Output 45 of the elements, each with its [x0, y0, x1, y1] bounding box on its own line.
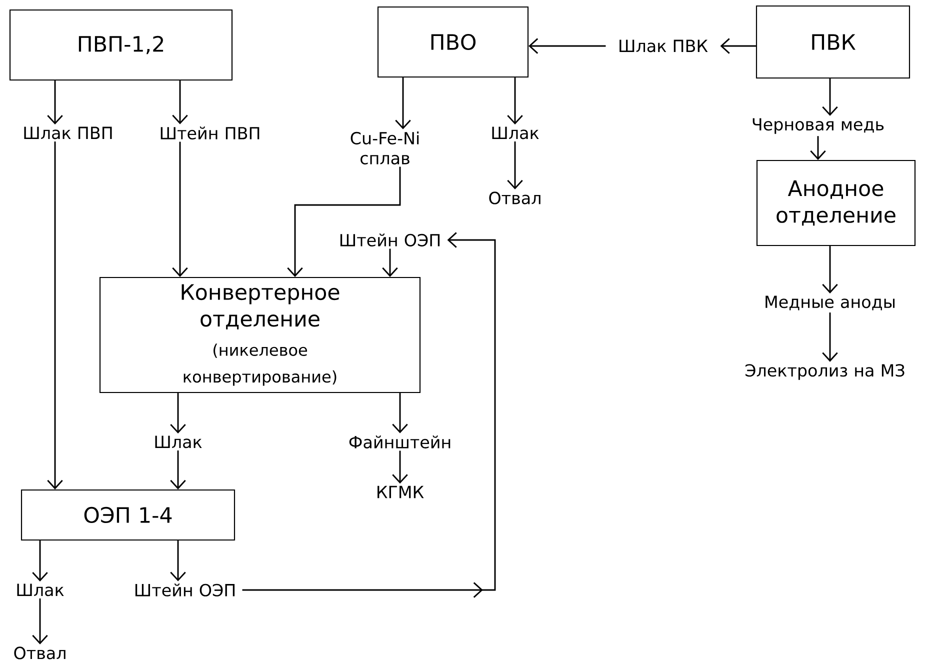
- flow-label: Файнштейн: [349, 436, 450, 448]
- process-box: ПВК: [756, 5, 910, 79]
- arrow: [395, 78, 411, 130]
- arrow: [822, 312, 838, 362]
- arrow: [287, 166, 401, 277]
- process-box: Анодное отделение: [756, 160, 916, 246]
- arrow: [810, 136, 826, 160]
- arrow: [507, 141, 523, 190]
- arrow: [172, 80, 188, 124]
- arrow: [242, 232, 496, 598]
- flow-label: Электролиз на МЗ: [746, 364, 904, 380]
- arrow: [392, 393, 408, 434]
- arrow: [32, 598, 48, 644]
- process-box: ПВП-1,2: [9, 9, 233, 81]
- arrow: [170, 540, 186, 582]
- arrow: [822, 78, 838, 116]
- flow-label: Медные аноды: [766, 296, 895, 310]
- flow-label: Шлак: [155, 436, 202, 448]
- flow-label: Штейн ПВП: [160, 126, 260, 140]
- process-box: ОЭП 1-4: [20, 489, 236, 541]
- flow-label: Шлак: [492, 126, 539, 140]
- flow-label: КГМК: [378, 486, 424, 498]
- flow-label: Отвал: [489, 192, 540, 204]
- arrow: [507, 78, 523, 125]
- flow-label: Штейн ОЭП: [135, 584, 235, 596]
- arrow: [32, 540, 48, 582]
- process-box: ПВО: [377, 6, 529, 78]
- arrow: [47, 80, 63, 125]
- flow-label: Черновая медь: [752, 118, 884, 134]
- arrow: [382, 248, 398, 277]
- flow-label: Отвал: [14, 646, 66, 660]
- arrow: [172, 142, 188, 277]
- arrow: [170, 450, 186, 490]
- flow-label: Шлак: [17, 584, 64, 596]
- arrow: [822, 246, 838, 294]
- flow-label: Шлак ПВК: [620, 40, 708, 52]
- arrow: [47, 141, 63, 490]
- flow-label: Шлак ПВП: [24, 126, 112, 140]
- process-box: Конвертерное отделение (никелевое конвертирование): [99, 276, 421, 394]
- flow-label: Штейн ОЭП: [340, 234, 440, 246]
- arrow: [720, 38, 756, 54]
- arrow: [170, 393, 186, 434]
- flow-label: Cu-Fe-Ni сплав: [350, 132, 419, 164]
- arrow: [392, 450, 408, 484]
- arrow: [528, 38, 606, 54]
